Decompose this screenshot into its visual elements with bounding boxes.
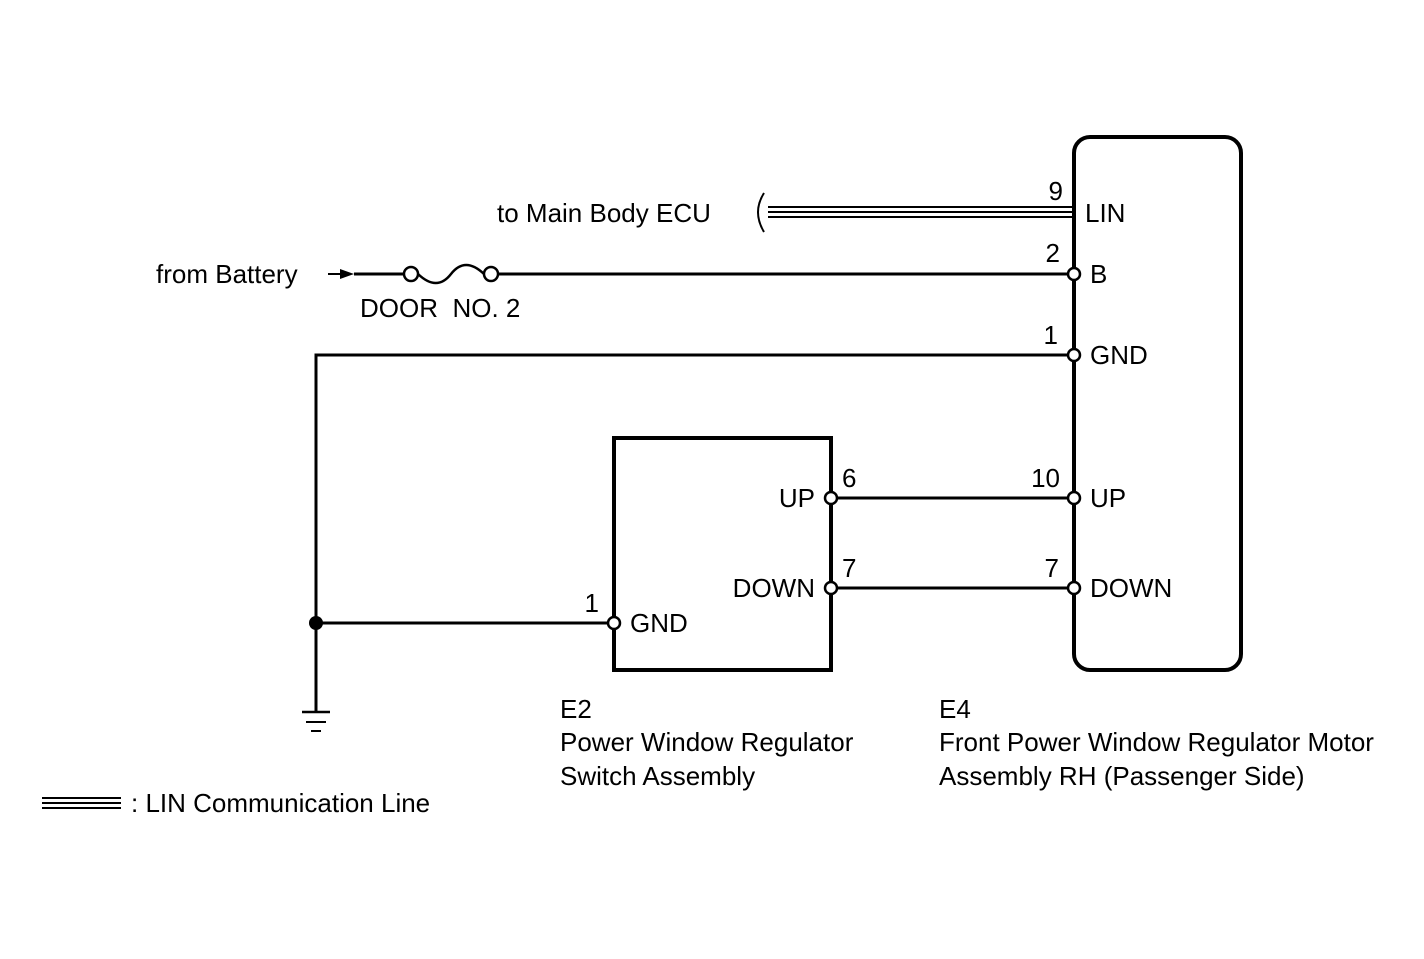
fuse-name-label: DOOR NO. 2	[360, 293, 520, 323]
ground-icon	[302, 710, 330, 732]
to-ecu-label: to Main Body ECU	[497, 198, 711, 228]
e4-gnd-wire	[314, 353, 1068, 712]
from-battery-label: from Battery	[156, 259, 298, 289]
e2-pin-up-number: 6	[842, 463, 856, 493]
e2-terminal-up	[823, 490, 839, 506]
e2-terminal-gnd	[606, 615, 622, 631]
fuse-icon	[402, 263, 500, 285]
legend-lin-line-icon	[42, 797, 121, 809]
e4-terminal-b	[1066, 266, 1082, 282]
e2-pin-down-number: 7	[842, 553, 856, 583]
e4-pin-down-label: DOWN	[1090, 573, 1172, 603]
e4-pin-up-number: 10	[1031, 463, 1060, 493]
e2-name-line1: Power Window Regulator	[560, 727, 854, 757]
e4-pin-gnd-number: 1	[1044, 320, 1058, 350]
e4-box	[1072, 135, 1243, 672]
battery-arrow-icon	[328, 269, 354, 279]
e2-pin-up-label: UP	[779, 483, 815, 513]
e4-pin-lin-number: 9	[1049, 176, 1063, 206]
e2-code: E2	[560, 694, 592, 724]
e4-pin-lin-label: LIN	[1085, 198, 1125, 228]
e2-pin-gnd-label: GND	[630, 608, 688, 638]
e2-pin-down-label: DOWN	[733, 573, 815, 603]
e2-pin-gnd-number: 1	[585, 588, 599, 618]
e2-terminal-down	[823, 580, 839, 596]
e4-pin-gnd-label: GND	[1090, 340, 1148, 370]
lin-line-break-mark	[757, 192, 765, 233]
e4-name-line1: Front Power Window Regulator Motor	[939, 727, 1374, 757]
e4-terminal-down	[1066, 580, 1082, 596]
e4-pin-up-label: UP	[1090, 483, 1126, 513]
e4-code: E4	[939, 694, 971, 724]
e4-terminal-up	[1066, 490, 1082, 506]
e4-pin-b-label: B	[1090, 259, 1107, 289]
e2-box	[612, 436, 833, 672]
legend-text: : LIN Communication Line	[131, 788, 430, 818]
lin-communication-line	[757, 192, 1074, 233]
e4-pin-down-number: 7	[1045, 553, 1059, 583]
e4-name-line2: Assembly RH (Passenger Side)	[939, 761, 1305, 791]
e2-name-line2: Switch Assembly	[560, 761, 755, 791]
e4-terminal-gnd	[1066, 347, 1082, 363]
e4-pin-b-number: 2	[1046, 238, 1060, 268]
